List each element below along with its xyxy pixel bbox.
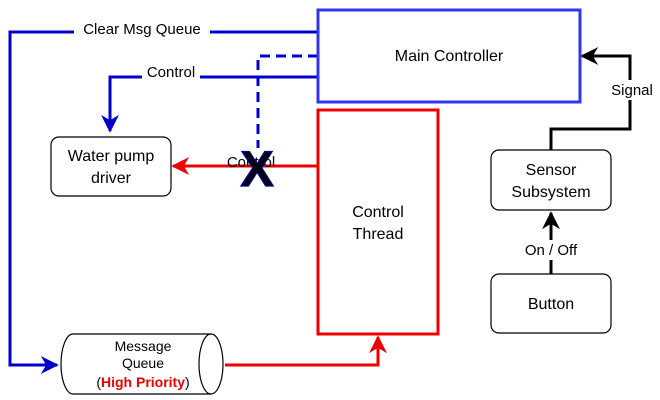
sensor-label-line2: Subsystem — [511, 184, 590, 201]
main-controller-label: Main Controller — [395, 48, 504, 65]
control-thread-node[interactable]: Control Thread — [316, 108, 440, 336]
sensor-label-line1: Sensor — [526, 162, 577, 179]
paren-open: ( — [96, 374, 101, 390]
edge-label-bg — [608, 80, 656, 100]
edge-label-clear-msg-queue: Clear Msg Queue — [83, 21, 201, 38]
blocked-x-icon: X — [240, 141, 273, 197]
edge-label-thread-to-pump: Control — [227, 154, 275, 171]
water-pump-label-line2: driver — [91, 170, 132, 187]
message-queue-label-line3: (High Priority) — [96, 374, 189, 390]
button-node[interactable]: Button — [490, 273, 612, 334]
main-controller-node[interactable]: Main Controller — [316, 8, 582, 104]
sensor-subsystem-node[interactable]: Sensor Subsystem — [490, 149, 612, 211]
edge-label-control-to-pump: Control — [147, 64, 195, 81]
edge-signal — [549, 47, 632, 150]
button-label: Button — [528, 296, 574, 313]
edge-queue-to-thread — [225, 335, 387, 367]
edge-label-bg — [142, 63, 200, 82]
message-queue-node[interactable]: Message Queue (High Priority) — [60, 333, 224, 395]
control-thread-label-line2: Thread — [353, 226, 404, 243]
edge-label-on-off: On / Off — [525, 242, 578, 259]
paren-close: ) — [185, 374, 190, 390]
high-priority-label: High Priority — [101, 374, 185, 390]
control-thread-label-line1: Control — [352, 204, 404, 221]
edge-label-signal: Signal — [611, 82, 653, 99]
water-pump-label-line1: Water pump — [68, 148, 155, 165]
water-pump-driver-node[interactable]: Water pump driver — [50, 136, 172, 197]
message-queue-label-line2: Queue — [122, 355, 164, 371]
edge-dashed-blocked — [256, 54, 318, 148]
message-queue-label-line1: Message — [115, 338, 172, 354]
edge-label-bg — [74, 19, 210, 39]
edge-label-bg — [518, 240, 584, 260]
edge-control-to-pump — [101, 75, 318, 133]
